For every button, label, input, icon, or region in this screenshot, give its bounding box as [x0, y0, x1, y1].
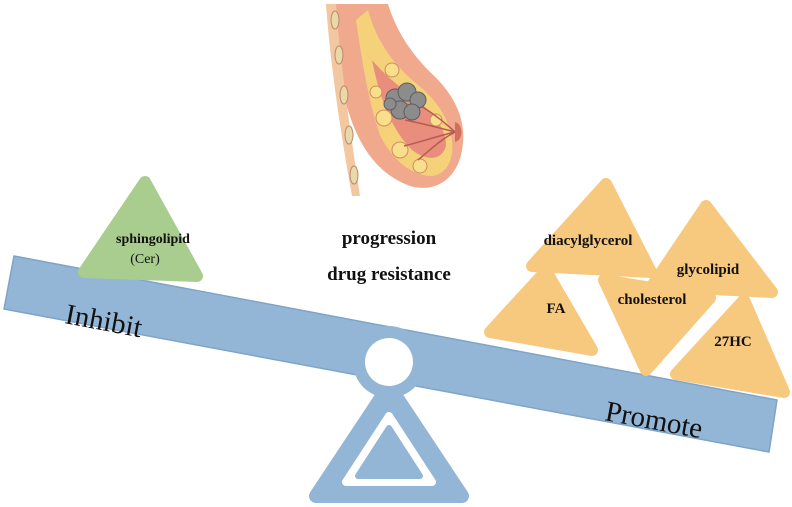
promoter-triangle-cholesterol	[598, 274, 716, 376]
sphingolipid-label: sphingolipid	[116, 232, 190, 247]
promoter-triangle-fa	[484, 265, 598, 356]
promoter-triangle-diacylglycerol	[526, 178, 657, 278]
cholesterol-label: cholesterol	[618, 292, 687, 308]
glycolipid-label: glycolipid	[677, 262, 740, 278]
27hc-label: 27HC	[714, 334, 752, 350]
sphingolipid-sub-label: (Cer)	[130, 252, 160, 267]
fulcrum-knob	[353, 326, 425, 398]
drug-resistance-label: drug resistance	[327, 264, 451, 285]
diacylglycerol-label: diacylglycerol	[544, 233, 633, 249]
inhibitor-triangle-sphingolipid	[78, 176, 203, 282]
breast-tumor-illustration	[326, 4, 464, 196]
fulcrum	[309, 379, 469, 503]
promoter-triangle-27hc	[670, 294, 790, 398]
promoter-triangle-glycolipid	[646, 200, 778, 298]
fa-label: FA	[547, 301, 566, 317]
progression-label: progression	[342, 228, 437, 249]
